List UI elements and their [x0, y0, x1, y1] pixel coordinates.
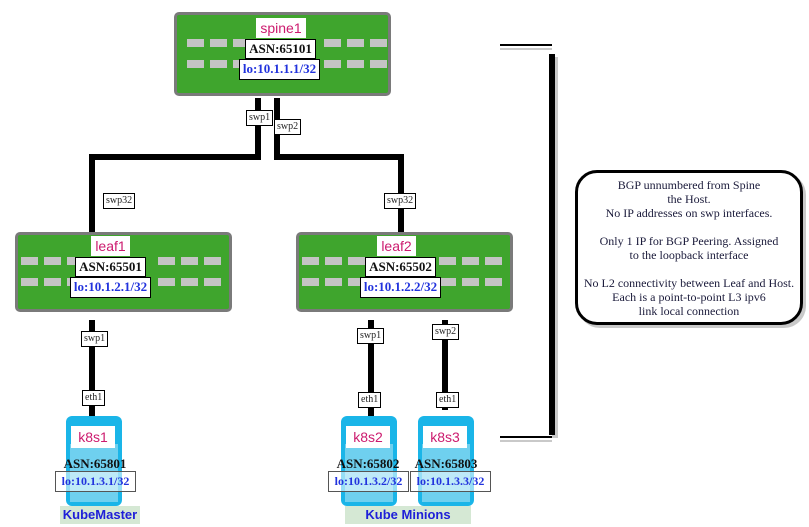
wire-leaf2-host3 [442, 320, 448, 410]
port [187, 39, 204, 47]
port [233, 39, 250, 47]
port [462, 257, 479, 265]
wire-leaf2-host2 [368, 320, 374, 417]
leaf2-loopback: lo:10.1.2.2/32 [360, 277, 441, 298]
port [210, 39, 227, 47]
note-line: BGP unnumbered from Spine [617, 178, 761, 192]
wire-leaf1-host1 [89, 320, 95, 417]
port [462, 278, 479, 286]
port [204, 257, 221, 265]
group-label-kube-minions: Kube Minions [345, 506, 471, 524]
port [44, 278, 61, 286]
wire-spine-swp2-horizontal [274, 154, 404, 160]
host-k8s1-name: k8s1 [71, 426, 115, 448]
bracket-top [500, 44, 552, 46]
note-line: No IP addresses on swp interfaces. [605, 206, 773, 220]
host-k8s2-loopback: lo:10.1.3.2/32 [328, 471, 409, 492]
host2-port-eth1: eth1 [358, 392, 382, 408]
port [439, 257, 456, 265]
host-k8s3-loopback: lo:10.1.3.3/32 [410, 471, 491, 492]
port [187, 60, 204, 68]
spine-port-swp2: swp2 [274, 119, 302, 135]
port [347, 39, 364, 47]
port [439, 278, 456, 286]
bracket-bottom [500, 436, 552, 438]
port [302, 257, 319, 265]
port [324, 39, 341, 47]
port [324, 60, 341, 68]
note-line: to the loopback interface [629, 248, 749, 262]
wire-leaf1-uplink-vertical [89, 154, 95, 234]
port [325, 278, 342, 286]
leaf1-port-swp32: swp32 [103, 193, 136, 209]
port [370, 39, 387, 47]
leaf1-asn: ASN:65501 [75, 257, 146, 277]
port [181, 278, 198, 286]
host3-port-eth1: eth1 [436, 392, 460, 408]
spine-port-swp1: swp1 [246, 110, 274, 126]
port [325, 257, 342, 265]
note-box: BGP unnumbered from Spine the Host. No I… [575, 170, 803, 325]
port [210, 60, 227, 68]
spine-loopback: lo:10.1.1.1/32 [239, 59, 320, 80]
leaf2-port-swp32: swp32 [384, 193, 417, 209]
leaf1-loopback: lo:10.1.2.1/32 [70, 277, 151, 298]
spine-asn: ASN:65101 [245, 39, 316, 59]
note-line: the Host. [667, 192, 711, 206]
host-k8s1-loopback: lo:10.1.3.1/32 [55, 471, 136, 492]
note-line: No L2 connectivity between Leaf and Host… [583, 276, 795, 290]
port [44, 257, 61, 265]
port [158, 278, 175, 286]
port [21, 278, 38, 286]
leaf1-name: leaf1 [91, 236, 130, 256]
group-label-kubemaster: KubeMaster [60, 506, 140, 524]
port [485, 278, 502, 286]
wire-spine-swp1-horizontal [89, 154, 261, 160]
wire-spine-swp1-vertical [255, 98, 261, 160]
leaf2-asn: ASN:65502 [365, 257, 436, 277]
host-k8s3-asn: ASN:65803 [414, 456, 478, 471]
host-k8s1-asn: ASN:65801 [63, 456, 127, 471]
note-line: Each is a point-to-point L3 ipv6 [612, 290, 766, 304]
port [347, 60, 364, 68]
port [302, 278, 319, 286]
port [181, 257, 198, 265]
port [370, 60, 387, 68]
leaf2-port-swp2: swp2 [432, 324, 460, 340]
host1-port-eth1: eth1 [82, 390, 106, 406]
spine-name: spine1 [256, 18, 306, 38]
leaf1-port-swp1: swp1 [81, 331, 109, 347]
leaf2-name: leaf2 [377, 236, 416, 256]
port [21, 257, 38, 265]
host-k8s2-asn: ASN:65802 [336, 456, 400, 471]
port [204, 278, 221, 286]
port [348, 257, 365, 265]
host-k8s3-name: k8s3 [423, 426, 467, 448]
port [485, 257, 502, 265]
host-k8s2-name: k8s2 [346, 426, 390, 448]
note-line: link local connection [638, 304, 740, 318]
leaf2-port-swp1: swp1 [357, 328, 385, 344]
note-line: Only 1 IP for BGP Peering. Assigned [599, 234, 779, 248]
port [348, 278, 365, 286]
bracket-vertical [549, 54, 555, 435]
port [158, 257, 175, 265]
